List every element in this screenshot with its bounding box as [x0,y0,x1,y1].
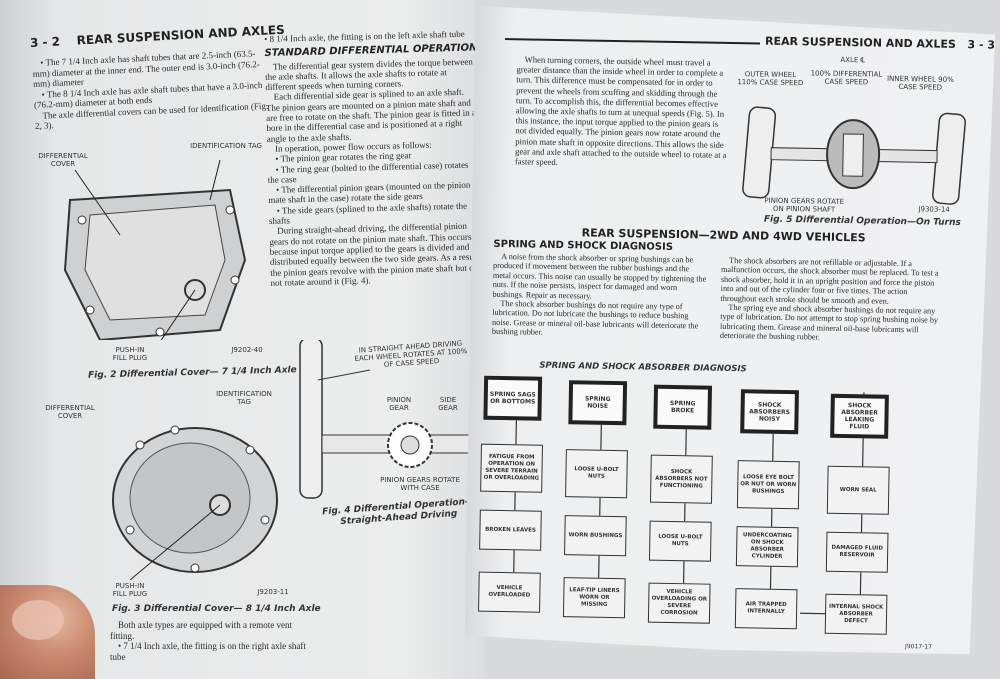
diagnosis-chart-title: SPRING AND SHOCK ABSORBER DIAGNOSIS [539,360,747,375]
paragraph: Both axle types are equipped with a remo… [110,620,292,641]
differential-cover-7-14-illustration [63,160,247,340]
paragraph: The shock absorbers are not refillable o… [720,255,939,306]
cause-box: LOOSE U-BOLT NUTS [565,449,628,498]
turning-text: When turning corners, the outside wheel … [515,54,729,170]
cause-box: LEAF-TIP LINERS WORN OR MISSING [563,577,626,618]
cause-box: VEHICLE OVERLOADED [478,572,541,613]
header-title: REAR SUSPENSION AND AXLES [76,22,286,48]
cause-box: DAMAGED FLUID RESERVOIR [826,532,889,573]
fig2-caption: Fig. 2 Differential Cover— 7 1/4 Inch Ax… [87,365,297,381]
differential-on-turns-illustration [740,102,972,236]
fill-plug-label: PUSH-IN FILL PLUG [112,346,148,362]
header-title: REAR SUSPENSION AND AXLES [764,34,957,51]
pinion-rotate-label: PINION GEARS ROTATE WITH CASE [380,476,460,492]
left-page-header: 3 - 2 REAR SUSPENSION AND AXLES [30,23,285,50]
symptom-box: SPRING SAGS OR BOTTOMS [483,376,542,421]
symptom-box: SHOCK ABSORBERS NOISY [740,389,799,434]
pinion-gear-label: PINION GEAR [386,396,412,412]
figure-code: J9017-17 [905,643,932,651]
paragraph: Each differential side gear is splined t… [265,87,477,144]
right-page-header: REAR SUSPENSION AND AXLES 3 - 3 [765,35,995,52]
paragraph: A noise from the shock absorber or sprin… [492,251,707,301]
paragraph: The shock absorber bushings do not requi… [491,299,699,337]
symptom-box: SPRING NOISE [568,380,627,425]
cause-box: INTERNAL SHOCK ABSORBER DEFECT [825,594,888,635]
cause-box: UNDERCOATING ON SHOCK ABSORBER CYLINDER [736,526,799,567]
paragraph: The spring eye and shock absorber bushin… [719,303,939,342]
side-gear-label: SIDE GEAR [438,396,458,412]
subsection-title: SPRING AND SHOCK DIAGNOSIS [493,238,674,253]
differential-cover-8-14-illustration [112,425,278,580]
straight-ahead-differential-illustration [299,340,473,499]
cause-box: SHOCK ABSORBERS NOT FUNCTIONING [650,455,713,504]
paragraph: When turning corners, the outside wheel … [514,54,727,168]
identification-tag-label: IDENTIFICATION TAG [216,390,272,406]
symptom-box: SHOCK ABSORBER LEAKING FLUID [830,394,889,439]
inner-wheel-label: INNER WHEEL 90% CASE SPEED [886,74,954,92]
header-rule [505,38,760,44]
fig3-caption: Fig. 3 Differential Cover— 8 1/4 Inch Ax… [112,604,321,614]
cause-box: WORN SEAL [827,466,890,515]
vent-fitting-text: Both axle types are equipped with a remo… [110,620,310,662]
differential-operation-text: • 8 1/4 Inch axle, the fitting is on the… [264,28,483,288]
right-page: REAR SUSPENSION AND AXLES 3 - 3 When tur… [464,6,995,655]
identification-tag-label: IDENTIFICATION TAG [190,142,262,150]
figure-code: J9202-40 [231,346,263,354]
page-number: 3 - 3 [967,38,996,52]
paragraph: During straight-ahead driving, the diffe… [269,221,482,288]
cause-box: VEHICLE OVERLOADING OR SEVERE CORROSION [648,583,711,624]
thumbnail [12,600,64,640]
diagnosis-text-left: A noise from the shock absorber or sprin… [492,252,708,340]
pinion-shaft-label: PINION GEARS ROTATE ON PINION SHAFT [764,196,845,214]
left-page: 3 - 2 REAR SUSPENSION AND AXLES • The 7 … [0,0,485,679]
case-speed-label: 100% DIFFERENTIAL CASE SPEED [810,69,883,87]
differential-cover-label: DIFFERENTIAL COVER [38,152,88,168]
axle-centerline-label: AXLE ℄ [840,55,866,65]
cause-box: LOOSE EYE BOLT OR NUT OR WORN BUSHINGS [737,460,800,509]
symptom-box: SPRING BROKE [653,385,712,430]
paragraph: • 8 1/4 Inch axle, the fitting is on the… [264,28,465,44]
cause-box: AIR TRAPPED INTERNALLY [735,588,798,629]
paragraph: • 7 1/4 Inch axle, the fitting is on the… [110,641,306,662]
cause-box: LOOSE U-BOLT NUTS [649,521,712,562]
cause-box: WORN BUSHINGS [564,515,627,556]
outer-wheel-label: OUTER WHEEL 110% CASE SPEED [737,70,804,88]
cause-box: BROKEN LEAVES [479,510,542,551]
diagnosis-text-right: The shock absorbers are not refillable o… [720,256,943,345]
cause-box: FATIGUE FROM OPERATION ON SEVERE TERRAIN… [480,444,543,493]
figure-code: J9303-14 [918,205,950,214]
fill-plug-label: PUSH-IN FILL PLUG [112,582,148,598]
axle-intro-text: • The 7 1/4 Inch axle has shaft tubes th… [32,48,271,132]
differential-cover-label: DIFFERENTIAL COVER [45,404,95,420]
figure-code: J9203-11 [257,588,289,596]
page-number: 3 - 2 [29,34,61,50]
